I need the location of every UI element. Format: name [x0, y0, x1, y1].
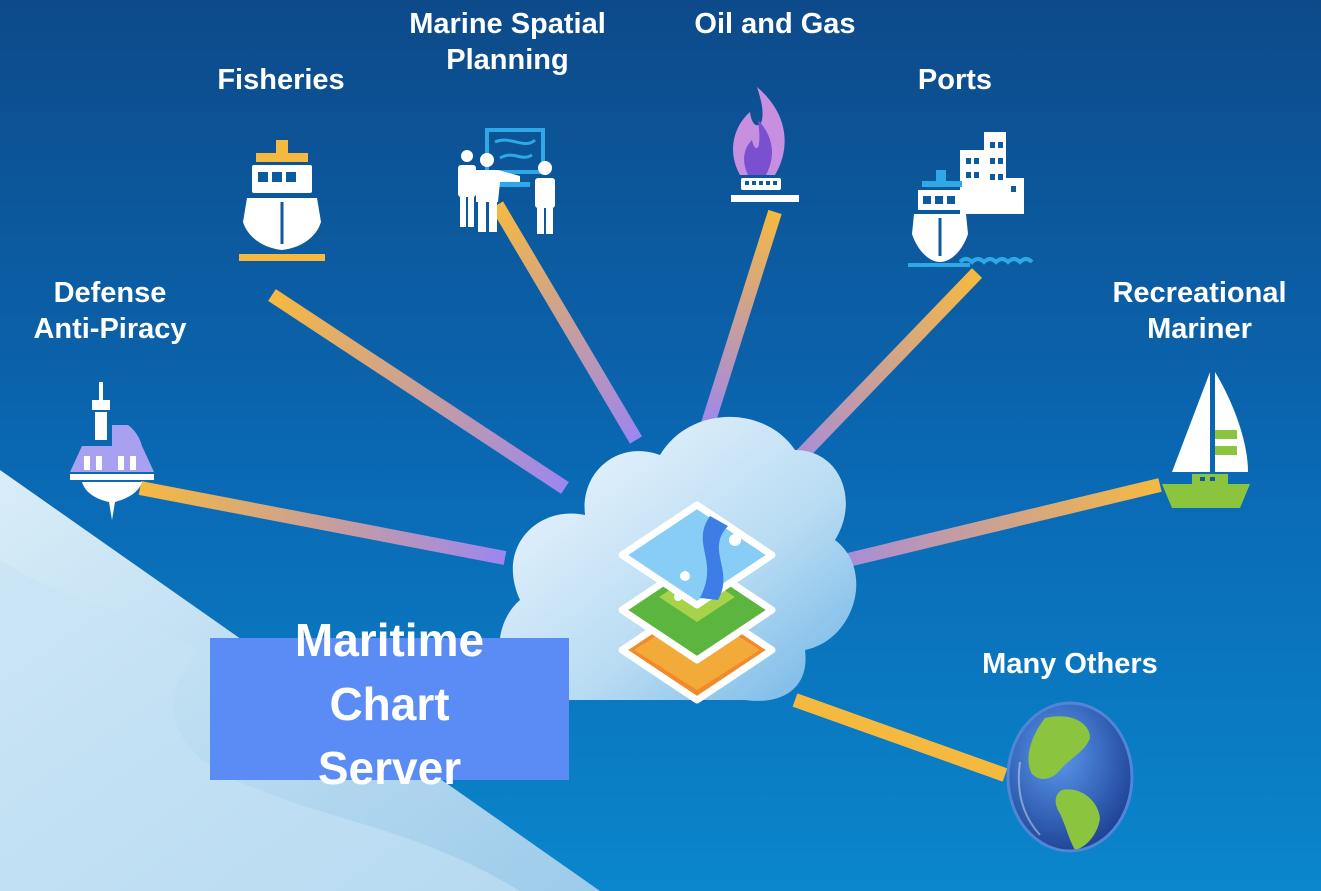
- label-marine-spatial-planning: Marine Spatial Planning: [375, 6, 640, 78]
- gas-flame-icon: [731, 87, 799, 202]
- hub-title-line: Chart: [329, 678, 450, 730]
- label-defense: Defense Anti-Piracy: [0, 275, 220, 347]
- connector-defense: [138, 481, 507, 565]
- label-line: Marine Spatial: [409, 8, 606, 40]
- label-line: Recreational: [1112, 277, 1287, 309]
- label-line: Anti-Piracy: [33, 313, 187, 345]
- sailboat-icon: [1162, 372, 1250, 508]
- label-line: Fisheries: [217, 64, 345, 96]
- connector-oil-and-gas: [699, 209, 782, 433]
- label-line: Mariner: [1147, 313, 1252, 345]
- label-many-others: Many Others: [945, 646, 1195, 682]
- connector-recreational: [796, 478, 1162, 579]
- label-oil-and-gas: Oil and Gas: [660, 6, 890, 42]
- label-line: Defense: [53, 277, 167, 309]
- globe-icon: [1006, 701, 1134, 853]
- port-city-icon: [908, 132, 1034, 267]
- label-line: Ports: [917, 64, 993, 96]
- label-line: Planning: [446, 44, 569, 76]
- naval-buoy-icon: [70, 382, 154, 520]
- label-ports: Ports: [895, 62, 1015, 98]
- label-fisheries: Fisheries: [196, 62, 366, 98]
- map-layers-icon: [618, 501, 776, 704]
- connector-fisheries: [268, 289, 569, 494]
- label-recreational: Recreational Mariner: [1082, 275, 1317, 347]
- hub-title-line: Server: [317, 742, 462, 794]
- hub-title: Maritime Chart Server: [210, 608, 569, 800]
- cloud-background-shading: [0, 560, 520, 891]
- connector-many-others: [792, 693, 1008, 782]
- fishing-vessel-icon: [239, 140, 325, 261]
- label-line: Oil and Gas: [694, 8, 856, 40]
- hub-title-line: Maritime: [294, 614, 485, 666]
- hub-box: [210, 638, 569, 780]
- planning-meeting-icon: [458, 128, 555, 234]
- connector-marine-spatial-planning: [490, 201, 643, 444]
- label-line: Many Others: [982, 648, 1158, 680]
